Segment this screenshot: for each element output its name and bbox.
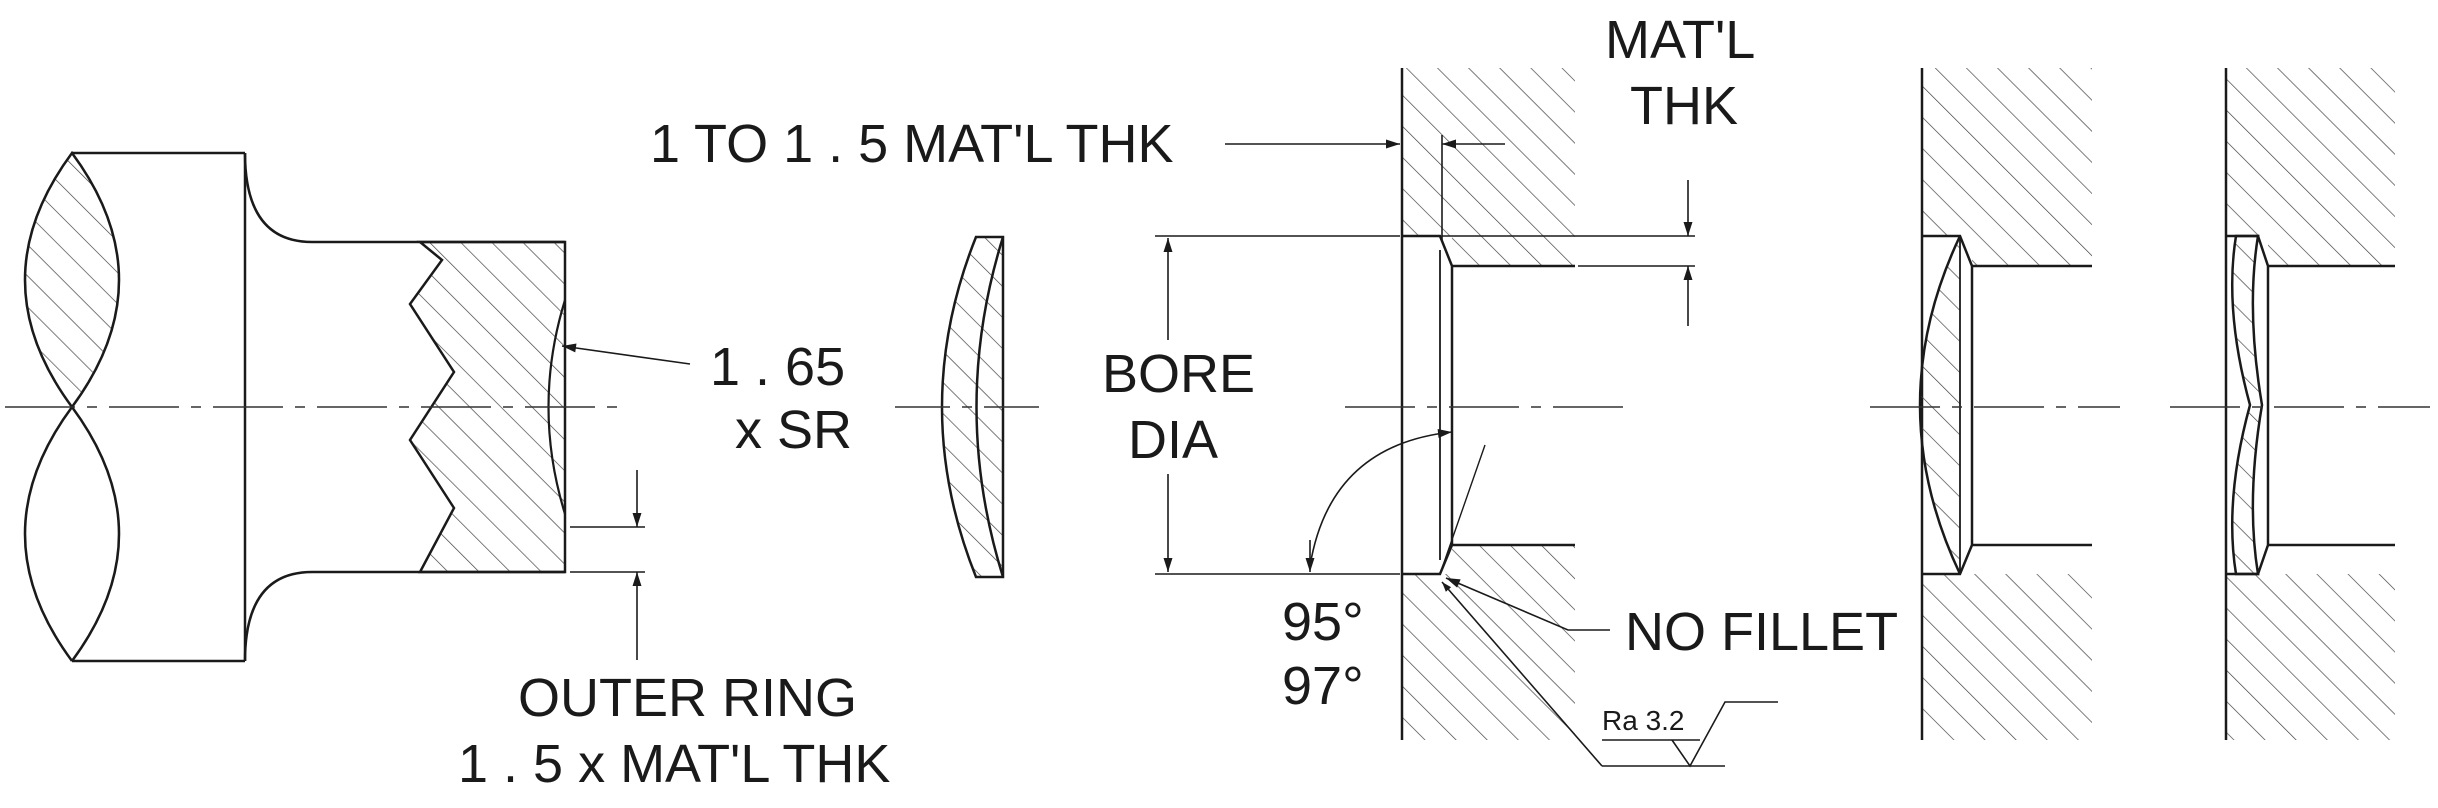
matl-label-1: MAT'L [1605, 10, 1755, 70]
counterbore-depth-label: 1 TO 1 . 5 MAT'L THK [650, 114, 1174, 174]
plug-flattened-view [2224, 68, 2395, 740]
bore-label-1: BORE [1102, 344, 1255, 404]
angle-max-label: 97° [1282, 656, 1364, 716]
roughness-label: Ra 3.2 [1602, 705, 1685, 736]
matl-label-2: THK [1630, 76, 1738, 136]
no-fillet-label: NO FILLET [1625, 602, 1898, 662]
sr-value-label: 1 . 65 [710, 337, 845, 397]
plug-seated-view [1918, 68, 2092, 740]
bore-label-2: DIA [1128, 410, 1218, 470]
angle-min-label: 95° [1282, 592, 1364, 652]
plug-view [940, 235, 1005, 579]
outer-ring-label-1: OUTER RING [518, 668, 857, 728]
dimension-lines [561, 135, 1778, 768]
bore-section-view [1400, 68, 1575, 740]
labels: 1 . 65 x SR OUTER RING 1 . 5 x MAT'L THK… [458, 10, 1898, 794]
sr-unit-label: x SR [735, 400, 852, 460]
outer-ring-label-2: 1 . 5 x MAT'L THK [458, 734, 890, 794]
